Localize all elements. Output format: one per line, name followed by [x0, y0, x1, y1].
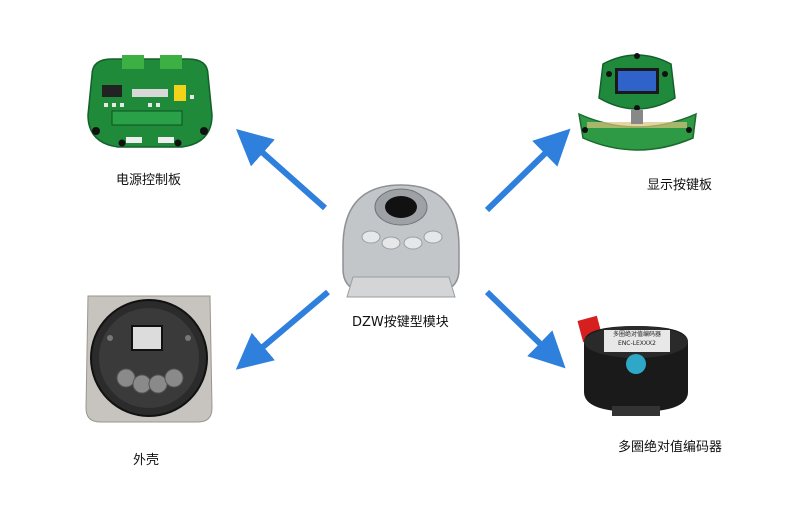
- power-board-image: [82, 55, 218, 155]
- arrow-to-housing: [235, 289, 330, 370]
- display-board-image: [575, 50, 700, 160]
- power-board-label: 电源控制板: [116, 173, 182, 188]
- encoder-image: 多圈绝对值编码器 ENC-LEXXX2: [572, 312, 700, 420]
- housing-image: [80, 288, 218, 428]
- center-module-image: [333, 177, 469, 303]
- center-module-label: DZW按键型模块: [352, 315, 449, 330]
- encoder-sticker-title: 多圈绝对值编码器: [612, 331, 661, 338]
- arrow-to-power-board: [236, 129, 327, 211]
- display-board-label: 显示按键板: [647, 178, 713, 193]
- encoder-sticker-code: ENC-LEXXX2: [618, 340, 656, 347]
- arrow-to-encoder: [484, 289, 566, 369]
- arrow-to-display-board: [484, 128, 571, 213]
- encoder-label: 多圈绝对值编码器: [618, 440, 723, 455]
- housing-label: 外壳: [133, 453, 160, 468]
